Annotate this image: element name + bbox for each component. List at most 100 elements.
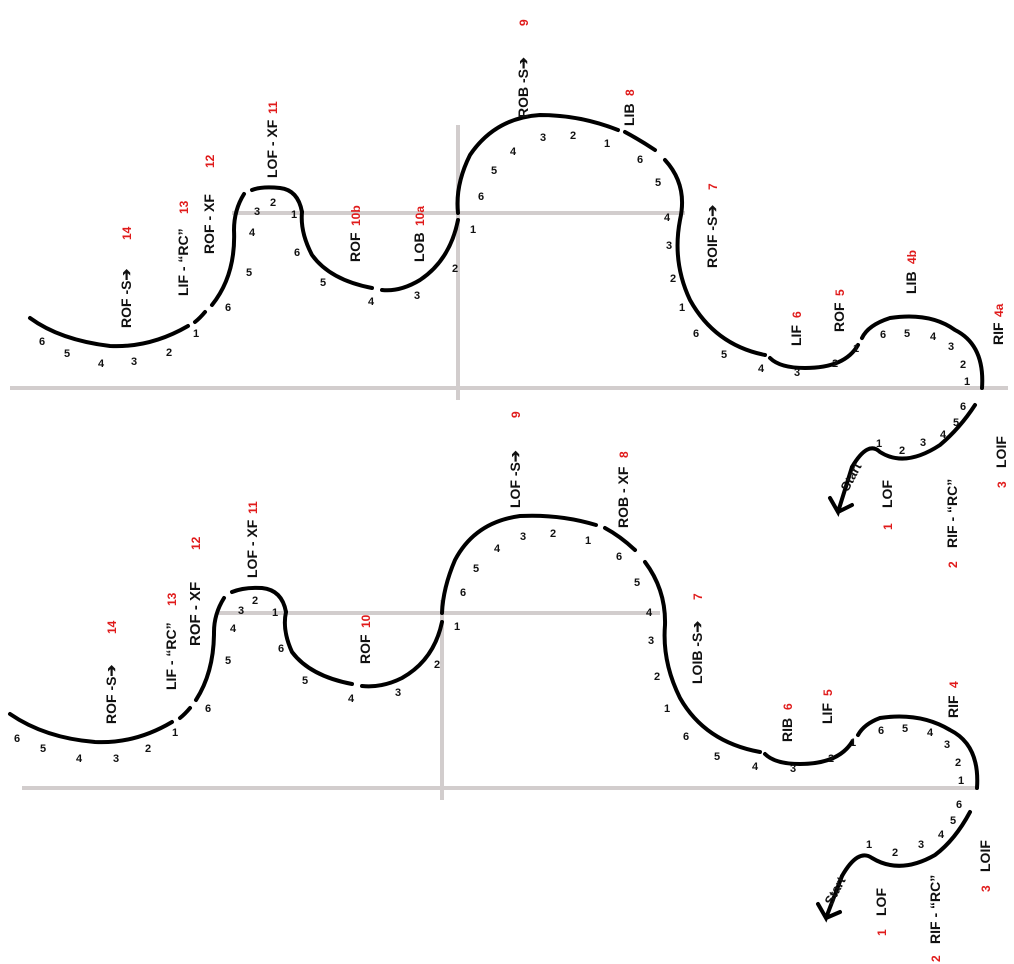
count-number: 2 bbox=[828, 753, 834, 765]
count-number: 4 bbox=[752, 761, 759, 773]
count-number: 3 bbox=[666, 240, 672, 252]
svg-text:13: 13 bbox=[177, 200, 191, 214]
count-number: 4 bbox=[494, 543, 501, 555]
svg-text:11: 11 bbox=[246, 501, 260, 514]
svg-text:LOF: LOF bbox=[873, 888, 889, 916]
svg-text:LOF: LOF bbox=[879, 480, 895, 508]
count-number: 6 bbox=[460, 587, 466, 599]
count-number: 6 bbox=[960, 401, 966, 413]
count-number: 6 bbox=[478, 191, 484, 203]
count-number: 1 bbox=[470, 224, 476, 236]
svg-text:LOF - XF: LOF - XF bbox=[244, 519, 260, 578]
count-number: 3 bbox=[395, 687, 401, 699]
count-number: 1 bbox=[853, 343, 859, 355]
count-number: 5 bbox=[491, 165, 497, 177]
track-segment bbox=[643, 560, 762, 754]
start-arrow bbox=[828, 465, 854, 517]
svg-text:6: 6 bbox=[790, 311, 804, 318]
count-number: 6 bbox=[878, 725, 884, 737]
count-number: 3 bbox=[790, 763, 796, 775]
svg-text:4a: 4a bbox=[992, 303, 1006, 317]
svg-text:LIF: LIF bbox=[819, 703, 835, 724]
svg-text:2: 2 bbox=[929, 955, 943, 962]
step-9: ROB -S➔ 9 bbox=[515, 19, 531, 118]
svg-text:6: 6 bbox=[781, 703, 795, 710]
svg-text:ROF -S➔: ROF -S➔ bbox=[118, 269, 134, 328]
svg-text:8: 8 bbox=[623, 89, 637, 96]
step-2: 2 RIF - “RC” bbox=[927, 875, 943, 962]
count-number: 4 bbox=[927, 727, 934, 739]
track-segment bbox=[282, 610, 354, 686]
count-number: 2 bbox=[145, 743, 151, 755]
count-number: 5 bbox=[302, 675, 308, 687]
svg-text:10: 10 bbox=[359, 614, 373, 628]
count-number: 1 bbox=[958, 775, 964, 787]
count-number: 2 bbox=[252, 595, 258, 607]
svg-text:ROF - XF: ROF - XF bbox=[201, 194, 217, 254]
track-segment bbox=[299, 210, 374, 290]
count-numbers: 6 5 4 3 2 1 6 5 4 3 2 1 6 5 4 3 2 1 6 5 … bbox=[14, 528, 964, 859]
svg-text:10b: 10b bbox=[349, 205, 363, 226]
count-number: 2 bbox=[166, 347, 172, 359]
count-number: 1 bbox=[679, 302, 685, 314]
count-number: 1 bbox=[454, 621, 460, 633]
track-segment bbox=[440, 513, 598, 615]
svg-text:1: 1 bbox=[875, 929, 889, 936]
step-4a: RIF 4a bbox=[990, 303, 1006, 345]
svg-text:RIF - “RC”: RIF - “RC” bbox=[927, 875, 943, 944]
svg-text:LIB: LIB bbox=[621, 103, 637, 126]
count-number: 4 bbox=[664, 212, 671, 224]
count-number: 3 bbox=[944, 739, 950, 751]
svg-text:LOIF: LOIF bbox=[993, 436, 1009, 468]
svg-text:8: 8 bbox=[617, 451, 631, 458]
svg-text:LOF -S➔: LOF -S➔ bbox=[507, 450, 523, 508]
count-number: 4 bbox=[938, 829, 945, 841]
count-number: 6 bbox=[205, 703, 211, 715]
step-labels: Start 1 LOF 2 RIF - “RC” 3 LOIF RIF 4a L… bbox=[118, 19, 1009, 568]
svg-text:RIF: RIF bbox=[990, 322, 1006, 345]
count-number: 4 bbox=[510, 146, 517, 158]
start-label: Start bbox=[837, 460, 864, 494]
svg-text:1: 1 bbox=[881, 523, 895, 530]
svg-text:ROB - XF: ROB - XF bbox=[615, 466, 631, 528]
count-number: 6 bbox=[956, 799, 962, 811]
svg-text:11: 11 bbox=[266, 101, 280, 114]
step-12: ROF - XF 12 bbox=[187, 536, 204, 646]
step-1: 1 LOF bbox=[879, 480, 895, 530]
svg-text:9: 9 bbox=[517, 19, 531, 26]
track-segment bbox=[763, 740, 854, 767]
count-number: 6 bbox=[14, 733, 20, 745]
step-8: ROB - XF 8 bbox=[615, 451, 631, 528]
svg-text:13: 13 bbox=[165, 592, 179, 606]
step-11: LOF - XF 11 bbox=[244, 501, 260, 578]
count-number: 2 bbox=[955, 757, 961, 769]
track-segment bbox=[768, 343, 860, 371]
step-8: LIB 8 bbox=[621, 89, 637, 126]
count-number: 2 bbox=[832, 358, 838, 370]
svg-text:ROF - XF: ROF - XF bbox=[187, 582, 204, 646]
step-1: 1 LOF bbox=[873, 888, 889, 936]
svg-text:LOIB -S➔: LOIB -S➔ bbox=[689, 621, 705, 684]
count-number: 2 bbox=[434, 659, 440, 671]
svg-text:LOF - XF: LOF - XF bbox=[264, 119, 280, 178]
count-number: 5 bbox=[714, 751, 720, 763]
count-number: 1 bbox=[850, 737, 856, 749]
step-2: 2 RIF - “RC” bbox=[944, 479, 960, 568]
track-segment bbox=[360, 620, 444, 689]
count-numbers: 6 5 4 3 2 1 6 5 4 3 2 1 6 5 4 3 2 1 6 5 … bbox=[39, 130, 970, 457]
track-segment bbox=[860, 314, 985, 390]
svg-text:4: 4 bbox=[947, 681, 961, 688]
step-14: ROF -S➔ 14 bbox=[103, 620, 119, 724]
svg-text:ROF -S➔: ROF -S➔ bbox=[103, 665, 119, 724]
count-number: 5 bbox=[473, 563, 479, 575]
track-segment bbox=[840, 810, 972, 878]
count-number: 3 bbox=[113, 753, 119, 765]
step-10b: ROF 10b bbox=[347, 205, 363, 262]
count-number: 6 bbox=[880, 329, 886, 341]
count-number: 5 bbox=[721, 349, 727, 361]
svg-text:ROB -S➔: ROB -S➔ bbox=[515, 57, 531, 118]
count-number: 1 bbox=[664, 703, 670, 715]
track-segment bbox=[455, 112, 620, 215]
svg-text:5: 5 bbox=[821, 689, 835, 696]
